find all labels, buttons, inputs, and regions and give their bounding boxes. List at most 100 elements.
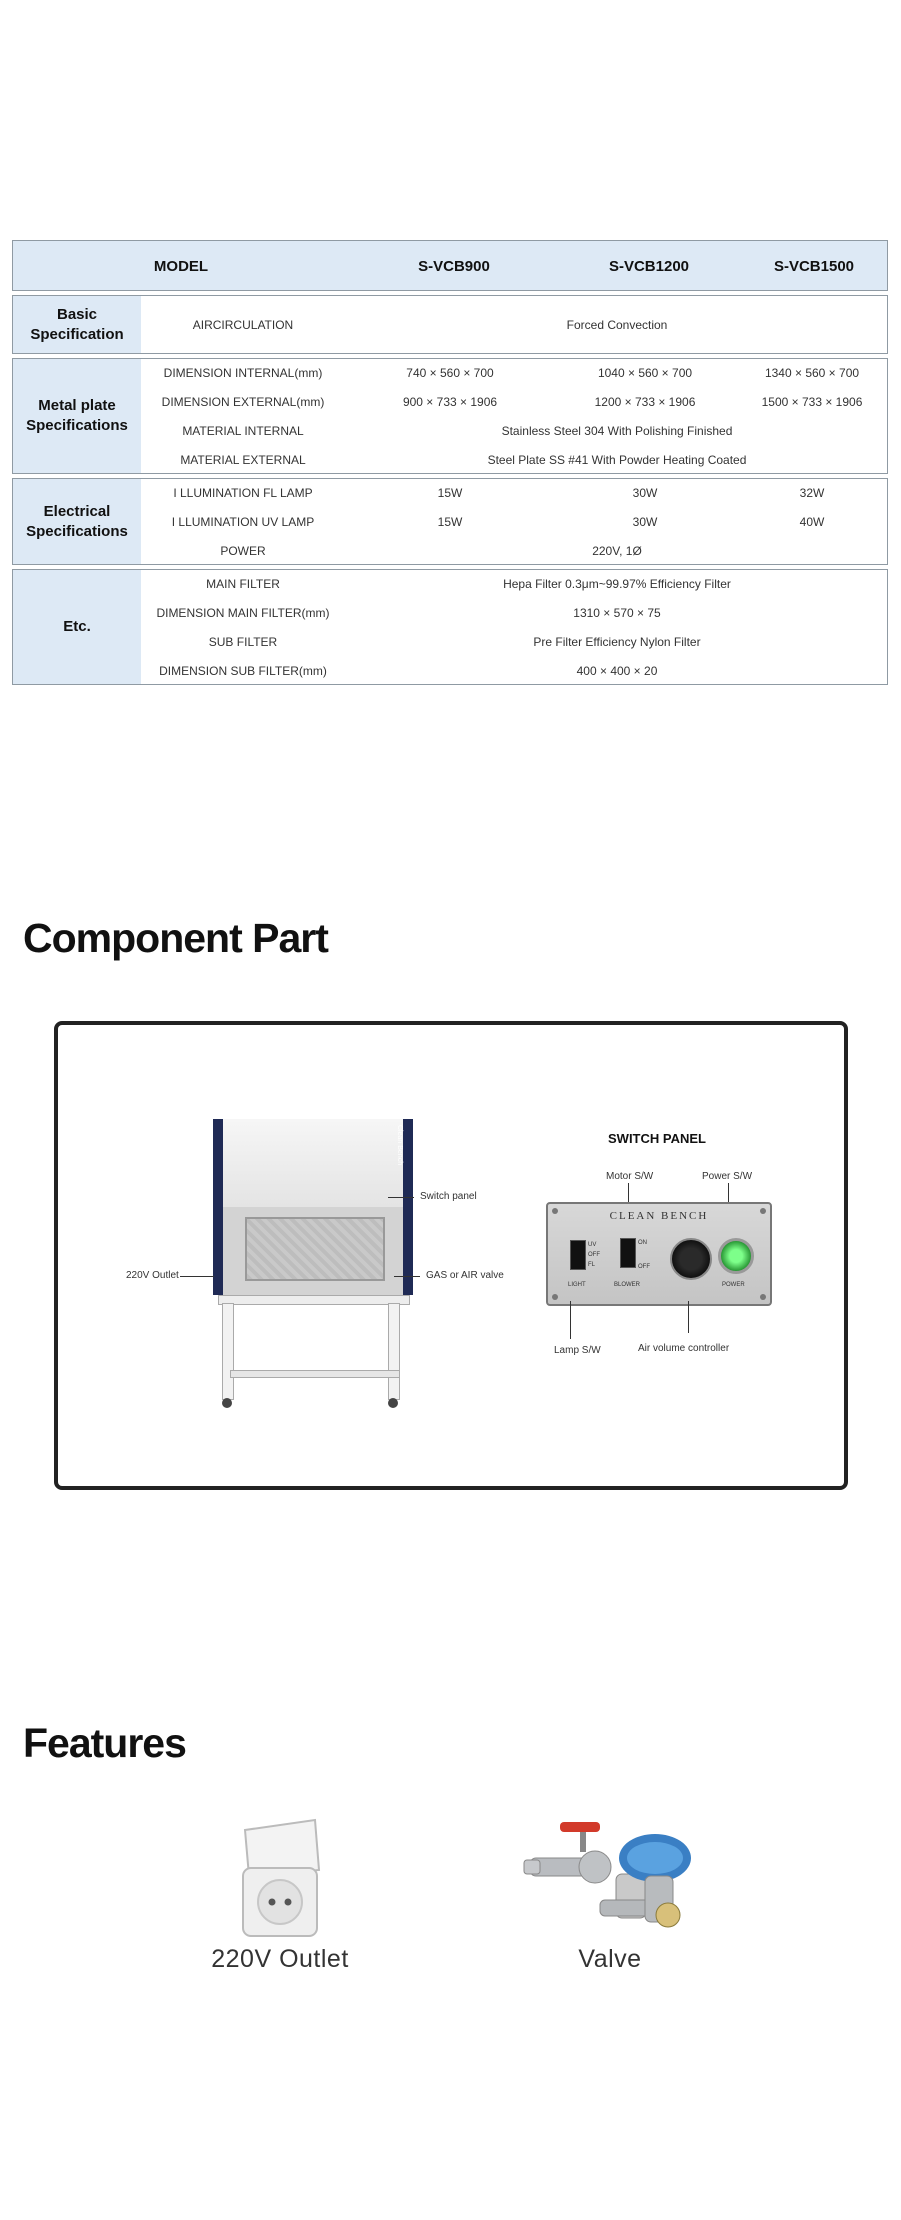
features-heading: Features (23, 1720, 187, 1766)
wheel-icon (388, 1398, 398, 1408)
row-value: Stainless Steel 304 With Polishing Finis… (501, 424, 733, 438)
on-label: ON (638, 1240, 647, 1246)
blower-label: BLOWER (614, 1282, 641, 1288)
row-label: DIMENSION MAIN FILTER(mm) (156, 606, 330, 620)
row-label: MATERIAL EXTERNAL (180, 453, 306, 467)
uv-label: UV (588, 1242, 597, 1248)
feature-caption: 220V Outlet (211, 1945, 349, 1973)
outlet-callout: 220V Outlet (126, 1270, 179, 1281)
light-label: LIGHT (568, 1282, 586, 1288)
group-title: Electrical Specifications (13, 479, 141, 564)
feature-caption: Valve (578, 1945, 642, 1973)
row-value: 40W (799, 515, 825, 529)
cabinet-leg (388, 1303, 400, 1400)
table-row: MATERIAL EXTERNAL Steel Plate SS #41 Wit… (141, 446, 887, 475)
row-label: DIMENSION EXTERNAL(mm) (161, 395, 325, 409)
screw-icon (760, 1208, 766, 1214)
row-value: Hepa Filter 0.3μm~99.97% Efficiency Filt… (503, 577, 731, 591)
row-value: 1340 × 560 × 700 (764, 366, 860, 380)
row-label: MAIN FILTER (206, 577, 280, 591)
cabinet-work-area (213, 1207, 413, 1295)
model-name: S-VCB900 (418, 258, 490, 275)
row-value: 32W (799, 486, 825, 500)
plate-text: CLEAN BENCH (609, 1210, 709, 1222)
table-row: DIMENSION MAIN FILTER(mm) 1310 × 570 × 7… (141, 599, 887, 628)
row-value: Pre Filter Efficiency Nylon Filter (533, 635, 701, 649)
group-title: Etc. (13, 570, 141, 684)
switch-panel-callout: Switch panel (420, 1191, 477, 1202)
row-value: 900 × 733 × 1906 (402, 395, 498, 409)
table-row: DIMENSION EXTERNAL(mm) 900 × 733 × 1906 … (141, 388, 887, 417)
motor-switch-callout: Motor S/W (606, 1171, 654, 1182)
feature-outlet: 220V Outlet (180, 1810, 380, 1974)
switch-panel-plate: CLEAN BENCH UV OFF FL LIGHT ON OFF BLOWE… (546, 1202, 772, 1306)
cabinet-top (213, 1119, 413, 1207)
off-label: OFF (638, 1264, 650, 1270)
cabinet-leg (222, 1303, 234, 1400)
model-name: S-VCB1500 (773, 258, 855, 275)
feature-valve: Valve (510, 1810, 710, 1974)
valve-icon (523, 1822, 691, 1928)
row-value: 1040 × 560 × 700 (597, 366, 693, 380)
spec-table-header: MODEL S-VCB900 S-VCB1200 S-VCB1500 (12, 240, 888, 291)
power-label: POWER (722, 1282, 745, 1288)
row-label: I LLUMINATION FL LAMP (173, 486, 313, 500)
component-part-heading: Component Part (23, 915, 329, 961)
outlet-icon (242, 1818, 321, 1937)
air-volume-callout: Air volume controller (638, 1343, 730, 1354)
table-row: I LLUMINATION UV LAMP 15W 30W 40W (141, 508, 887, 537)
row-value: 740 × 560 × 700 (406, 366, 494, 380)
table-row: DIMENSION INTERNAL(mm) 740 × 560 × 700 1… (141, 359, 887, 388)
callout-line (628, 1183, 629, 1213)
switch-panel-title: SWITCH PANEL (608, 1131, 706, 1146)
spec-group-etc: Etc. MAIN FILTER Hepa Filter 0.3μm~99.97… (12, 569, 888, 685)
table-row: AIRCIRCULATION Forced Convection (141, 311, 887, 340)
callout-line (394, 1276, 420, 1277)
row-label: SUB FILTER (208, 635, 278, 649)
callout-line (688, 1301, 689, 1333)
blower-rocker-switch[interactable] (620, 1238, 636, 1268)
table-row: POWER 220V, 1Ø (141, 537, 887, 566)
gas-valve-callout: GAS or AIR valve (426, 1270, 504, 1281)
group-title: Basic Specification (13, 296, 141, 353)
row-value: Steel Plate SS #41 With Powder Heating C… (487, 453, 747, 467)
row-value: 400 × 400 × 20 (576, 664, 658, 678)
callout-line (570, 1301, 571, 1339)
row-value: 30W (632, 486, 658, 500)
row-label: DIMENSION SUB FILTER(mm) (159, 664, 327, 678)
row-value: 1200 × 733 × 1906 (594, 395, 696, 409)
model-label: MODEL (153, 258, 209, 275)
power-switch-callout: Power S/W (702, 1171, 753, 1182)
power-button[interactable] (718, 1238, 754, 1274)
row-value: 220V, 1Ø (592, 544, 642, 558)
row-label: DIMENSION INTERNAL(mm) (163, 366, 323, 380)
row-value: 15W (437, 486, 463, 500)
table-row: DIMENSION SUB FILTER(mm) 400 × 400 × 20 (141, 657, 887, 686)
table-row: SUB FILTER Pre Filter Efficiency Nylon F… (141, 628, 887, 657)
component-panel: Clean Bench Switch panel 220V Outlet GAS… (54, 1021, 848, 1490)
row-label: AIRCIRCULATION (192, 318, 294, 332)
callout-line (388, 1197, 414, 1198)
screw-icon (552, 1208, 558, 1214)
lamp-rocker-switch[interactable] (570, 1240, 586, 1270)
row-value: 1310 × 570 × 75 (573, 606, 661, 620)
callout-line (180, 1276, 214, 1277)
screw-icon (760, 1294, 766, 1300)
row-value: 1500 × 733 × 1906 (761, 395, 863, 409)
row-label: MATERIAL INTERNAL (182, 424, 304, 438)
spec-group-basic: Basic Specification AIRCIRCULATION Force… (12, 295, 888, 354)
air-volume-knob[interactable] (670, 1238, 712, 1280)
brand-text: Clean Bench (396, 1125, 403, 1166)
model-name: S-VCB1200 (608, 258, 690, 275)
spec-group-electrical: Electrical Specifications I LLUMINATION … (12, 478, 888, 565)
cabinet-base (218, 1295, 410, 1305)
row-label: I LLUMINATION UV LAMP (171, 515, 315, 529)
off-label: OFF (588, 1252, 600, 1258)
cabinet-crossbar (230, 1370, 400, 1378)
row-value: 30W (632, 515, 658, 529)
table-row: MATERIAL INTERNAL Stainless Steel 304 Wi… (141, 417, 887, 446)
group-title: Metal plate Specifications (13, 359, 141, 473)
lamp-switch-callout: Lamp S/W (554, 1345, 601, 1356)
table-row: MAIN FILTER Hepa Filter 0.3μm~99.97% Eff… (141, 570, 887, 599)
spec-group-metal: Metal plate Specifications DIMENSION INT… (12, 358, 888, 474)
